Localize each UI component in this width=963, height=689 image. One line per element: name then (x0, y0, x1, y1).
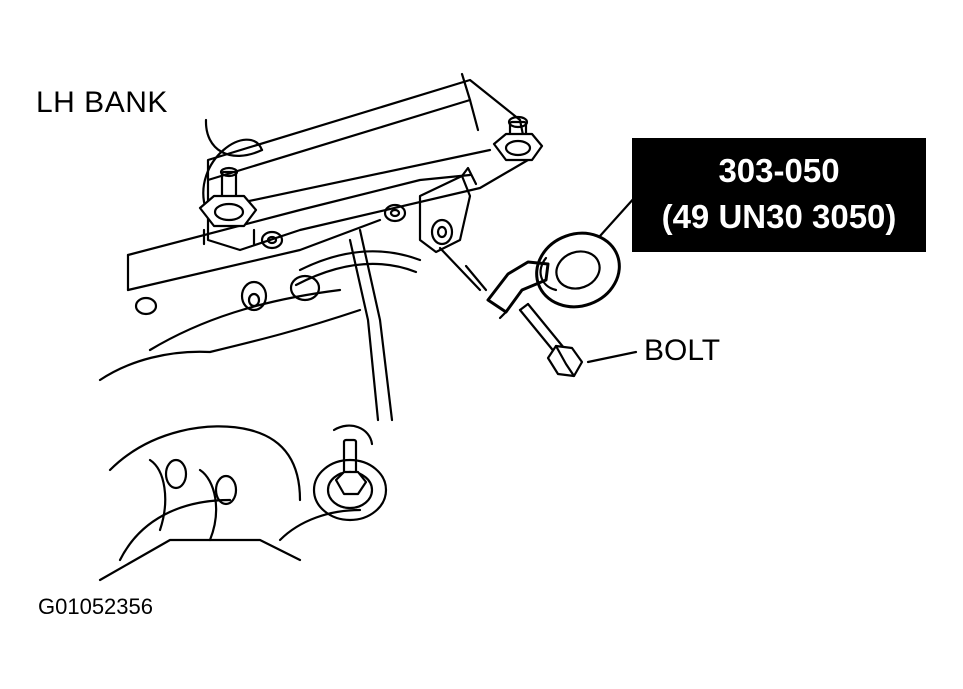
engine-lower-block (98, 288, 362, 582)
bank-label: LH BANK (36, 86, 168, 119)
lower-stud (312, 424, 388, 522)
tool-alt-number: (49 UN30 3050) (661, 198, 897, 235)
engine-hoses (240, 228, 422, 422)
tool-number: 303-050 (718, 152, 840, 189)
lifting-bracket (418, 166, 478, 254)
figure-id: G01052356 (38, 594, 153, 619)
lifting-hook (438, 246, 550, 320)
bolt (518, 302, 584, 378)
engine-upper-rail (126, 72, 530, 292)
lifting-chain-link (535, 231, 621, 309)
rail-bolts (134, 203, 407, 316)
left-stud (198, 166, 258, 246)
right-stud (492, 115, 544, 162)
leader-lines (586, 194, 638, 364)
tool-number-box: 303-050 (49 UN30 3050) (632, 138, 926, 252)
bolt-label: BOLT (644, 334, 721, 367)
